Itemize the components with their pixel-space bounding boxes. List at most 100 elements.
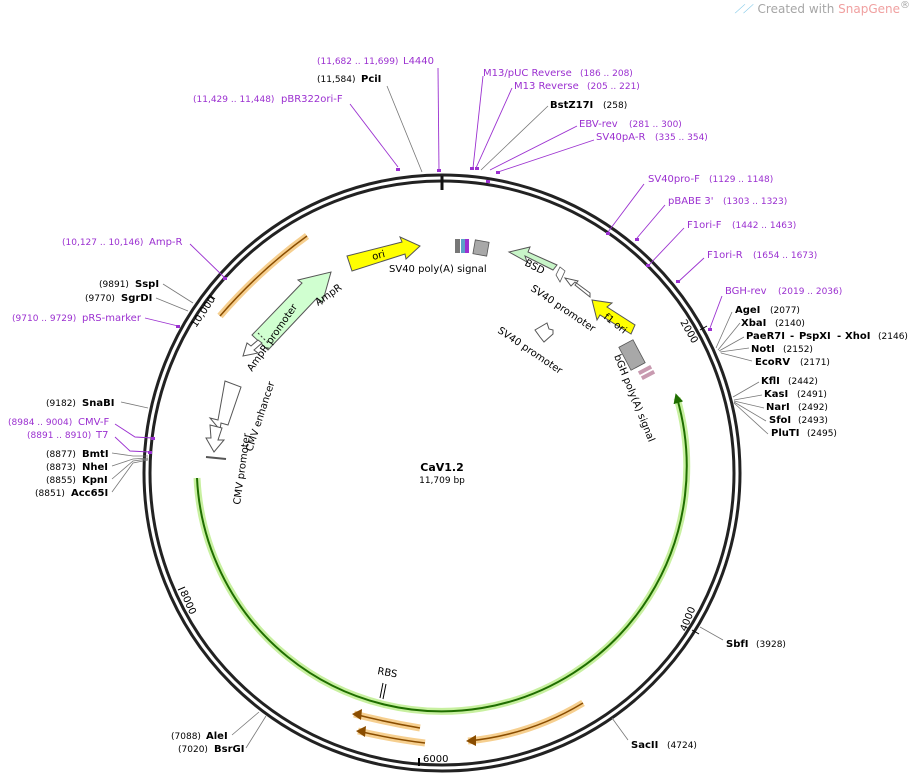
site-pos-sgrdi: (9770) <box>85 294 115 304</box>
bgh-box <box>618 339 646 371</box>
primer-pos-f1orir: (1654 .. 1673) <box>753 251 817 261</box>
primer-markers <box>148 167 712 454</box>
sv40-promoter-2-label: SV40 promoter <box>495 325 564 377</box>
site-name-bsrgi: BsrGI <box>214 744 244 755</box>
site-pos-kasi: (2491) <box>797 390 827 400</box>
sv40-polya-box-1 <box>455 239 460 253</box>
site-pos-pcii: (11,584) <box>317 75 356 85</box>
site-name-agei: AgeI <box>735 305 760 316</box>
site-sep-1: - <box>790 331 794 342</box>
rbs-label: RBS <box>376 666 398 680</box>
cmv-promoter-arrow <box>205 424 226 453</box>
primer-name-f1orif: F1ori-F <box>687 220 722 231</box>
snapgene-logo-icon: ⟋⟋ <box>734 2 752 16</box>
sv40-polya-box-2 <box>461 239 465 253</box>
orange-arc-ampr-line <box>219 235 308 317</box>
primer-name-prsmarker: pRS-marker <box>82 313 142 324</box>
site-pos-ecorv: (2171) <box>800 358 830 368</box>
sv40-polya-box-3 <box>465 239 469 253</box>
site-pos-acc65i: (8851) <box>35 489 65 499</box>
backbone-outer <box>142 173 742 773</box>
primer-name-l4440: L4440 <box>403 56 434 67</box>
primer-name-m13rev: M13 Reverse <box>514 81 579 92</box>
site-name-acc65i: Acc65I <box>71 488 108 499</box>
site-name-kasi: KasI <box>764 389 788 400</box>
site-labels: (11,584) PciI BstZ17I (258) AgeI (2077) … <box>35 74 908 755</box>
cmv-enhancer-arrow <box>208 380 242 432</box>
primer-pos-f1orif: (1442 .. 1463) <box>732 221 796 231</box>
site-name-sfoi: SfoI <box>769 415 791 426</box>
site-name-bmti: BmtI <box>82 449 109 460</box>
primer-name-ampr: Amp-R <box>149 237 183 248</box>
primer-labels: (11,682 .. 11,699) L4440 (11,429 .. 11,4… <box>8 56 842 441</box>
site-pos-xhoi: (2146) <box>878 332 908 342</box>
site-pos-noti: (2152) <box>783 345 813 355</box>
site-name-xbai: XbaI <box>741 318 766 329</box>
site-pos-sbfi: (3928) <box>756 640 786 650</box>
primer-pos-sv40par: (335 .. 354) <box>655 133 708 143</box>
site-name-nari: NarI <box>766 402 790 413</box>
site-pos-nari: (2492) <box>798 403 828 413</box>
ampr-promoter-arrow <box>242 339 263 357</box>
primer-pos-pbr322: (11,429 .. 11,448) <box>193 95 274 105</box>
primer-name-pbabe3: pBABE 3' <box>668 196 714 207</box>
site-name-bstz17i: BstZ17I <box>550 100 593 111</box>
rbs-mark-2 <box>382 683 387 700</box>
bgh-small-1 <box>637 364 653 376</box>
orange-arrow-6c <box>356 726 366 737</box>
primer-pos-t7: (8891 .. 8910) <box>27 431 91 441</box>
site-name-xhoi: XhoI <box>845 331 870 342</box>
primer-pos-m13rev: (205 .. 221) <box>587 82 640 92</box>
tick-label-10000: 10,000 <box>189 295 218 330</box>
orange-arrow-6b <box>352 709 362 720</box>
site-name-pluti: PluTI <box>771 428 799 439</box>
bsd-arrow <box>507 246 558 271</box>
site-name-kfli: KflI <box>761 376 780 387</box>
watermark-brand: SnapGene <box>838 2 900 16</box>
site-name-snabi: SnaBI <box>82 398 114 409</box>
site-pos-agei: (2077) <box>770 306 800 316</box>
site-name-sspi: SspI <box>135 279 159 290</box>
sv40-promoter-2-arrow <box>534 322 554 343</box>
ampr-promoter-label: AmpR promoter <box>245 302 300 374</box>
site-name-sacii: SacII <box>631 740 658 751</box>
orange-arc-6b-line <box>353 713 421 729</box>
site-name-paer7i: PaeR7I <box>746 331 785 342</box>
snapgene-watermark: ⟋⟋Created with SnapGene® <box>735 0 910 17</box>
rbs-mark-1 <box>379 682 384 699</box>
cmv-promoter-label: CMV promoter <box>232 432 253 506</box>
primer-name-m13puc: M13/pUC Reverse <box>483 68 572 79</box>
site-pos-alei: (7088) <box>171 732 201 742</box>
site-name-noti: NotI <box>751 344 775 355</box>
ori-label: ori <box>371 249 386 263</box>
site-pos-nhei: (8873) <box>46 463 76 473</box>
sv40-polya-label: SV40 poly(A) signal <box>389 264 487 275</box>
site-name-sbfi: SbfI <box>726 639 748 650</box>
site-name-sgrdi: SgrDI <box>121 293 152 304</box>
site-name-ecorv: EcoRV <box>755 357 790 368</box>
orange-arrow-6a <box>466 735 476 746</box>
site-pos-sacii: (4724) <box>667 741 697 751</box>
tick-6000: 6000 <box>418 754 448 766</box>
site-leaders <box>111 85 769 749</box>
primer-pos-pbabe3: (1303 .. 1323) <box>723 197 787 207</box>
primer-name-cmvf: CMV-F <box>78 417 109 428</box>
primer-pos-m13puc: (186 .. 208) <box>580 69 633 79</box>
site-pos-xbai: (2140) <box>775 319 805 329</box>
site-sep-2: - <box>837 331 841 342</box>
primer-name-t7: T7 <box>95 430 108 441</box>
primer-pos-ampr: (10,127 .. 10,146) <box>62 238 143 248</box>
primer-name-sv40par: SV40pA-R <box>596 132 645 143</box>
primer-pos-sv40prof: (1129 .. 1148) <box>709 175 773 185</box>
primer-name-pbr322: pBR322ori-F <box>281 94 343 105</box>
primer-pos-l4440: (11,682 .. 11,699) <box>317 57 398 67</box>
site-pos-pluti: (2495) <box>807 429 837 439</box>
site-pos-bsrgi: (7020) <box>178 745 208 755</box>
site-pos-sspi: (9891) <box>99 280 129 290</box>
primer-name-bghrev: BGH-rev <box>725 286 767 297</box>
bsd-tail <box>555 266 566 283</box>
bgh-small-2 <box>640 369 656 381</box>
site-name-pspxi: PspXI <box>799 331 831 342</box>
f1ori-arrow <box>591 299 636 335</box>
